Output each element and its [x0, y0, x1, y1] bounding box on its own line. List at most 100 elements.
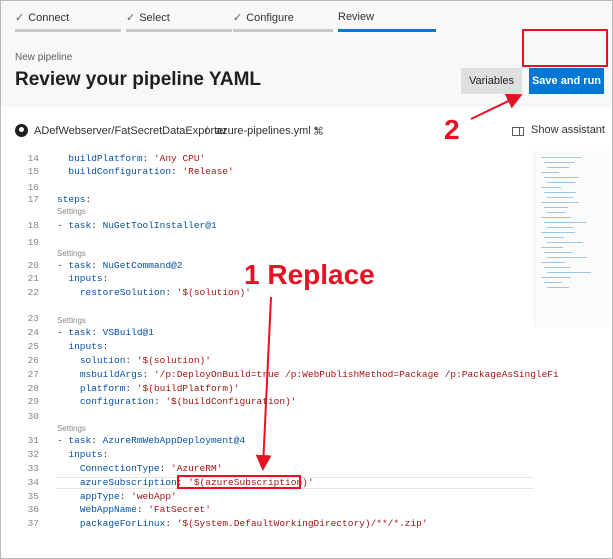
- step-connect[interactable]: ✓Connect: [15, 1, 121, 35]
- line-number: 23: [27, 313, 39, 324]
- line-number: 27: [27, 369, 39, 380]
- code-text: inputs:: [68, 449, 109, 460]
- code-line[interactable]: 31- task: AzureRmWebAppDeployment@4: [1, 435, 534, 447]
- check-icon: ✓: [15, 12, 25, 24]
- page-subtitle: New pipeline: [15, 52, 73, 63]
- line-number: 14: [27, 153, 39, 164]
- assistant-panel-icon[interactable]: [512, 127, 524, 136]
- step-label: Configure: [246, 12, 294, 24]
- code-line[interactable]: 22 restoreSolution: '$(solution)': [1, 287, 534, 299]
- code-line[interactable]: 29 configuration: '$(buildConfiguration)…: [1, 396, 534, 408]
- code-text: - task: NuGetToolInstaller@1: [57, 220, 217, 231]
- minimap-line: [547, 182, 575, 183]
- step-review[interactable]: Review: [338, 1, 436, 35]
- minimap-line: [541, 217, 571, 218]
- minimap-line: [547, 212, 565, 213]
- line-number: 19: [27, 237, 39, 248]
- show-assistant-button[interactable]: Show assistant: [531, 124, 605, 136]
- minimap-line: [541, 232, 575, 233]
- github-icon: [15, 124, 28, 137]
- settings-codelens[interactable]: Settings: [57, 424, 86, 433]
- code-text: solution: '$(solution)': [79, 355, 211, 366]
- code-line[interactable]: 37 packageForLinux: '$(System.DefaultWor…: [1, 518, 534, 530]
- variables-button[interactable]: Variables: [461, 68, 522, 94]
- code-line[interactable]: 30: [1, 411, 534, 423]
- file-name[interactable]: azure-pipelines.yml *: [216, 125, 319, 137]
- minimap-line: [547, 257, 587, 258]
- minimap-line: [541, 277, 571, 278]
- code-text: packageForLinux: '$(System.DefaultWorkin…: [79, 518, 428, 529]
- code-line[interactable]: 27 msbuildArgs: '/p:DeployOnBuild=true /…: [1, 369, 559, 381]
- line-number: 21: [27, 273, 39, 284]
- code-line[interactable]: 24 - task: VSBuild@1: [1, 327, 534, 339]
- code-text: restoreSolution: '$(solution)': [79, 287, 251, 298]
- file-path-bar: ADefWebserver/FatSecretDataExporter / az…: [1, 117, 612, 145]
- code-line[interactable]: 15 buildConfiguration: 'Release': [1, 166, 534, 178]
- wizard-steps: ✓Connect ✓Select ✓Configure Review: [1, 1, 612, 35]
- repo-link[interactable]: ADefWebserver/FatSecretDataExporter: [34, 125, 227, 137]
- code-line[interactable]: 28 platform: '$(buildPlatform)': [1, 383, 534, 395]
- code-text: - task: NuGetCommand@2: [57, 260, 183, 271]
- minimap-line: [541, 172, 559, 173]
- minimap-line: [547, 167, 569, 168]
- annotation-highlight-subscription: [177, 475, 301, 489]
- keyboard-shortcut-icon[interactable]: ⌘: [313, 126, 324, 138]
- minimap-line: [544, 282, 562, 283]
- line-number: 33: [27, 463, 39, 474]
- line-number: 17: [27, 194, 39, 205]
- path-separator: /: [205, 125, 209, 137]
- line-number: 32: [27, 449, 39, 460]
- line-number: 16: [27, 182, 39, 193]
- step-configure[interactable]: ✓Configure: [233, 1, 333, 35]
- line-number: 25: [27, 341, 39, 352]
- line-number: 30: [27, 411, 39, 422]
- code-line[interactable]: 32 inputs:: [1, 449, 534, 461]
- settings-codelens[interactable]: Settings: [57, 316, 86, 325]
- minimap-line: [544, 237, 564, 238]
- annotation-replace: 1 Replace: [244, 259, 375, 290]
- save-and-run-button[interactable]: Save and run: [529, 68, 604, 94]
- code-line[interactable]: 26 solution: '$(solution)': [1, 355, 534, 367]
- code-text: inputs:: [68, 273, 109, 284]
- code-text: configuration: '$(buildConfiguration)': [79, 396, 297, 407]
- code-line[interactable]: 19: [1, 237, 534, 249]
- line-number: 20: [27, 260, 39, 271]
- check-icon: ✓: [126, 12, 136, 24]
- line-number: 15: [27, 166, 39, 177]
- code-text: ConnectionType: 'AzureRM': [79, 463, 223, 474]
- code-text: inputs:: [68, 341, 109, 352]
- settings-codelens[interactable]: Settings: [57, 249, 86, 258]
- minimap-line: [544, 207, 568, 208]
- minimap-line: [541, 247, 563, 248]
- minimap-line: [541, 202, 579, 203]
- step-select[interactable]: ✓Select: [126, 1, 232, 35]
- code-text: - task: VSBuild@1: [57, 327, 154, 338]
- code-text: WebAppName: 'FatSecret': [79, 504, 211, 515]
- minimap-line: [544, 267, 570, 268]
- editor-minimap[interactable]: [534, 151, 609, 327]
- minimap-line: [547, 242, 583, 243]
- code-line[interactable]: 23: [1, 313, 534, 325]
- line-number: 34: [27, 477, 39, 488]
- code-line[interactable]: 35 appType: 'webApp': [1, 491, 534, 503]
- line-number: 24: [27, 327, 39, 338]
- settings-codelens[interactable]: Settings: [57, 207, 86, 216]
- minimap-line: [544, 222, 586, 223]
- line-number: 29: [27, 396, 39, 407]
- code-line[interactable]: 25 inputs:: [1, 341, 534, 353]
- code-line[interactable]: 16: [1, 182, 534, 194]
- code-line[interactable]: 18- task: NuGetToolInstaller@1: [1, 220, 534, 232]
- minimap-line: [544, 177, 579, 178]
- yaml-editor[interactable]: [1, 148, 612, 558]
- code-line[interactable]: 20 - task: NuGetCommand@2: [1, 260, 534, 272]
- minimap-line: [544, 252, 572, 253]
- code-line[interactable]: 36 WebAppName: 'FatSecret': [1, 504, 534, 516]
- step-label: Review: [338, 11, 375, 23]
- step-progress-bar: [233, 29, 333, 32]
- page-title: Review your pipeline YAML: [15, 69, 262, 90]
- code-line[interactable]: 14 buildPlatform: 'Any CPU': [1, 153, 534, 165]
- code-line[interactable]: 21 inputs:: [1, 273, 534, 285]
- minimap-line: [544, 192, 576, 193]
- code-line[interactable]: 33 ConnectionType: 'AzureRM': [1, 463, 534, 475]
